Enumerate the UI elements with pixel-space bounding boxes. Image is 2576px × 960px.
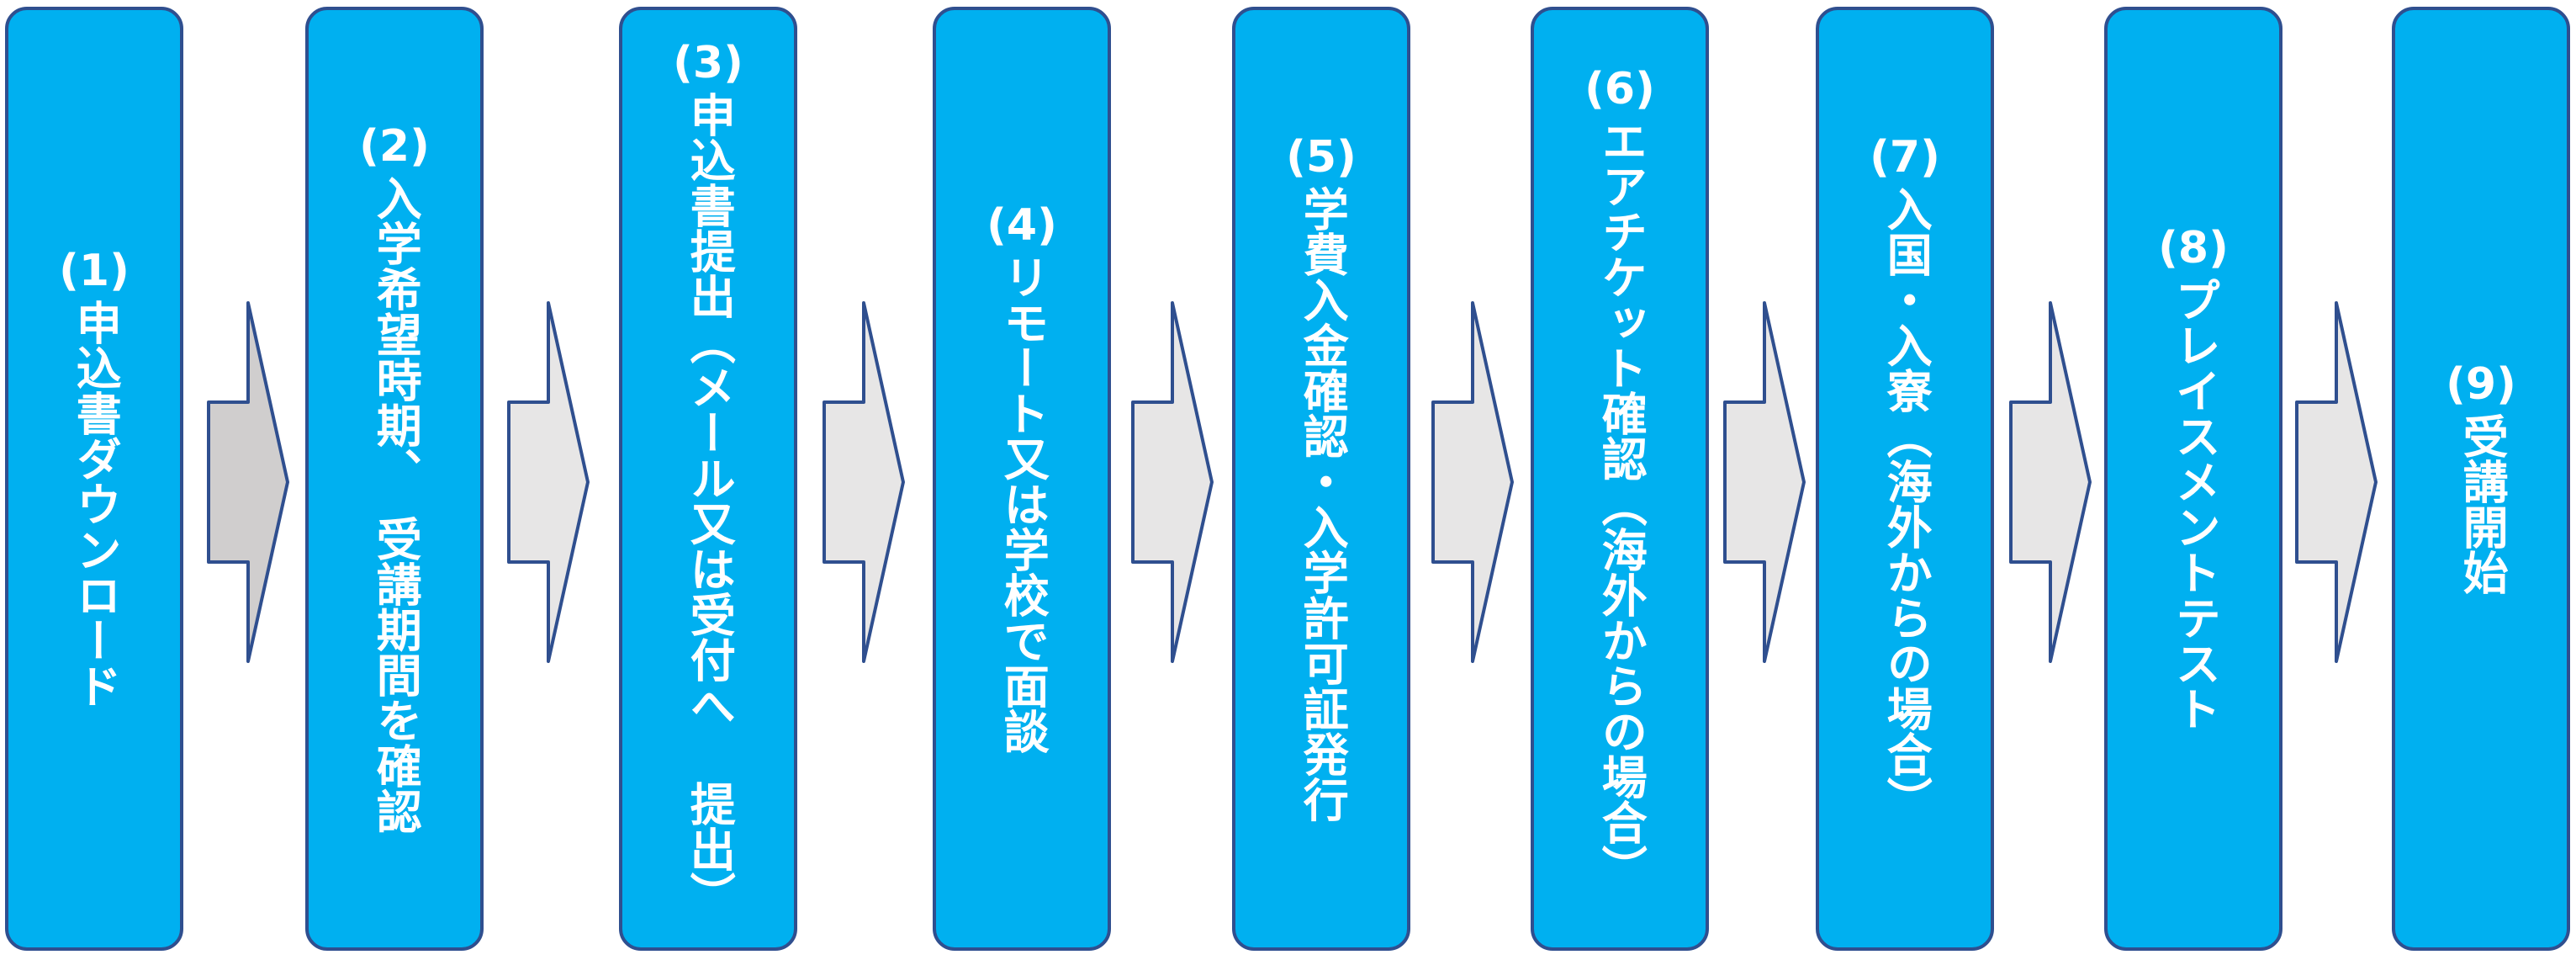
arrow-4: [1131, 301, 1214, 663]
step-7: (7) 入国・入寮（海外からの場合）: [1816, 7, 1994, 951]
step-8-number: (8): [2158, 223, 2229, 273]
step-2: (2) 入学希望時期、 受講期間を確認: [305, 7, 484, 951]
step-4: (4) リモート又は学校で面談: [933, 7, 1111, 951]
step-3-label: 申込書提出（メール又は受付へ 提出）: [682, 91, 736, 917]
arrow-6: [1723, 301, 1806, 663]
step-2-number: (2): [359, 120, 430, 172]
arrow-5: [1431, 301, 1514, 663]
arrow-2: [507, 301, 590, 663]
step-2-label: 入学希望時期、 受講期間を確認: [368, 174, 422, 834]
step-7-label: 入国・入寮（海外からの場合）: [1879, 186, 1933, 822]
step-6: (6) エアチケット確認（海外からの場合）: [1531, 7, 1709, 951]
step-6-label: エアチケット確認（海外からの場合）: [1594, 118, 1648, 890]
step-5-label: 学費入金確認・入学許可証発行: [1295, 186, 1349, 822]
step-3: (3) 申込書提出（メール又は受付へ 提出）: [619, 7, 797, 951]
step-5: (5) 学費入金確認・入学許可証発行: [1232, 7, 1410, 951]
step-6-number: (6): [1584, 64, 1655, 114]
step-1: (1) 申込書ダウンロード: [5, 7, 183, 951]
step-3-number: (3): [673, 37, 743, 88]
step-5-number: (5): [1286, 132, 1357, 183]
arrow-1: [207, 301, 289, 663]
step-4-number: (4): [986, 200, 1057, 251]
arrow-7: [2009, 301, 2092, 663]
step-9: (9) 受講開始: [2392, 7, 2570, 951]
step-9-number: (9): [2446, 359, 2516, 410]
arrow-8: [2295, 301, 2378, 663]
step-4-label: リモート又は学校で面談: [996, 254, 1050, 754]
step-8: (8) プレイスメントテスト: [2104, 7, 2282, 951]
step-8-label: プレイスメントテスト: [2167, 277, 2221, 731]
step-7-number: (7): [1870, 132, 1940, 183]
step-1-number: (1): [59, 246, 130, 296]
arrow-3: [823, 301, 905, 663]
step-9-label: 受講開始: [2455, 413, 2509, 595]
step-1-label: 申込書ダウンロード: [68, 300, 122, 708]
